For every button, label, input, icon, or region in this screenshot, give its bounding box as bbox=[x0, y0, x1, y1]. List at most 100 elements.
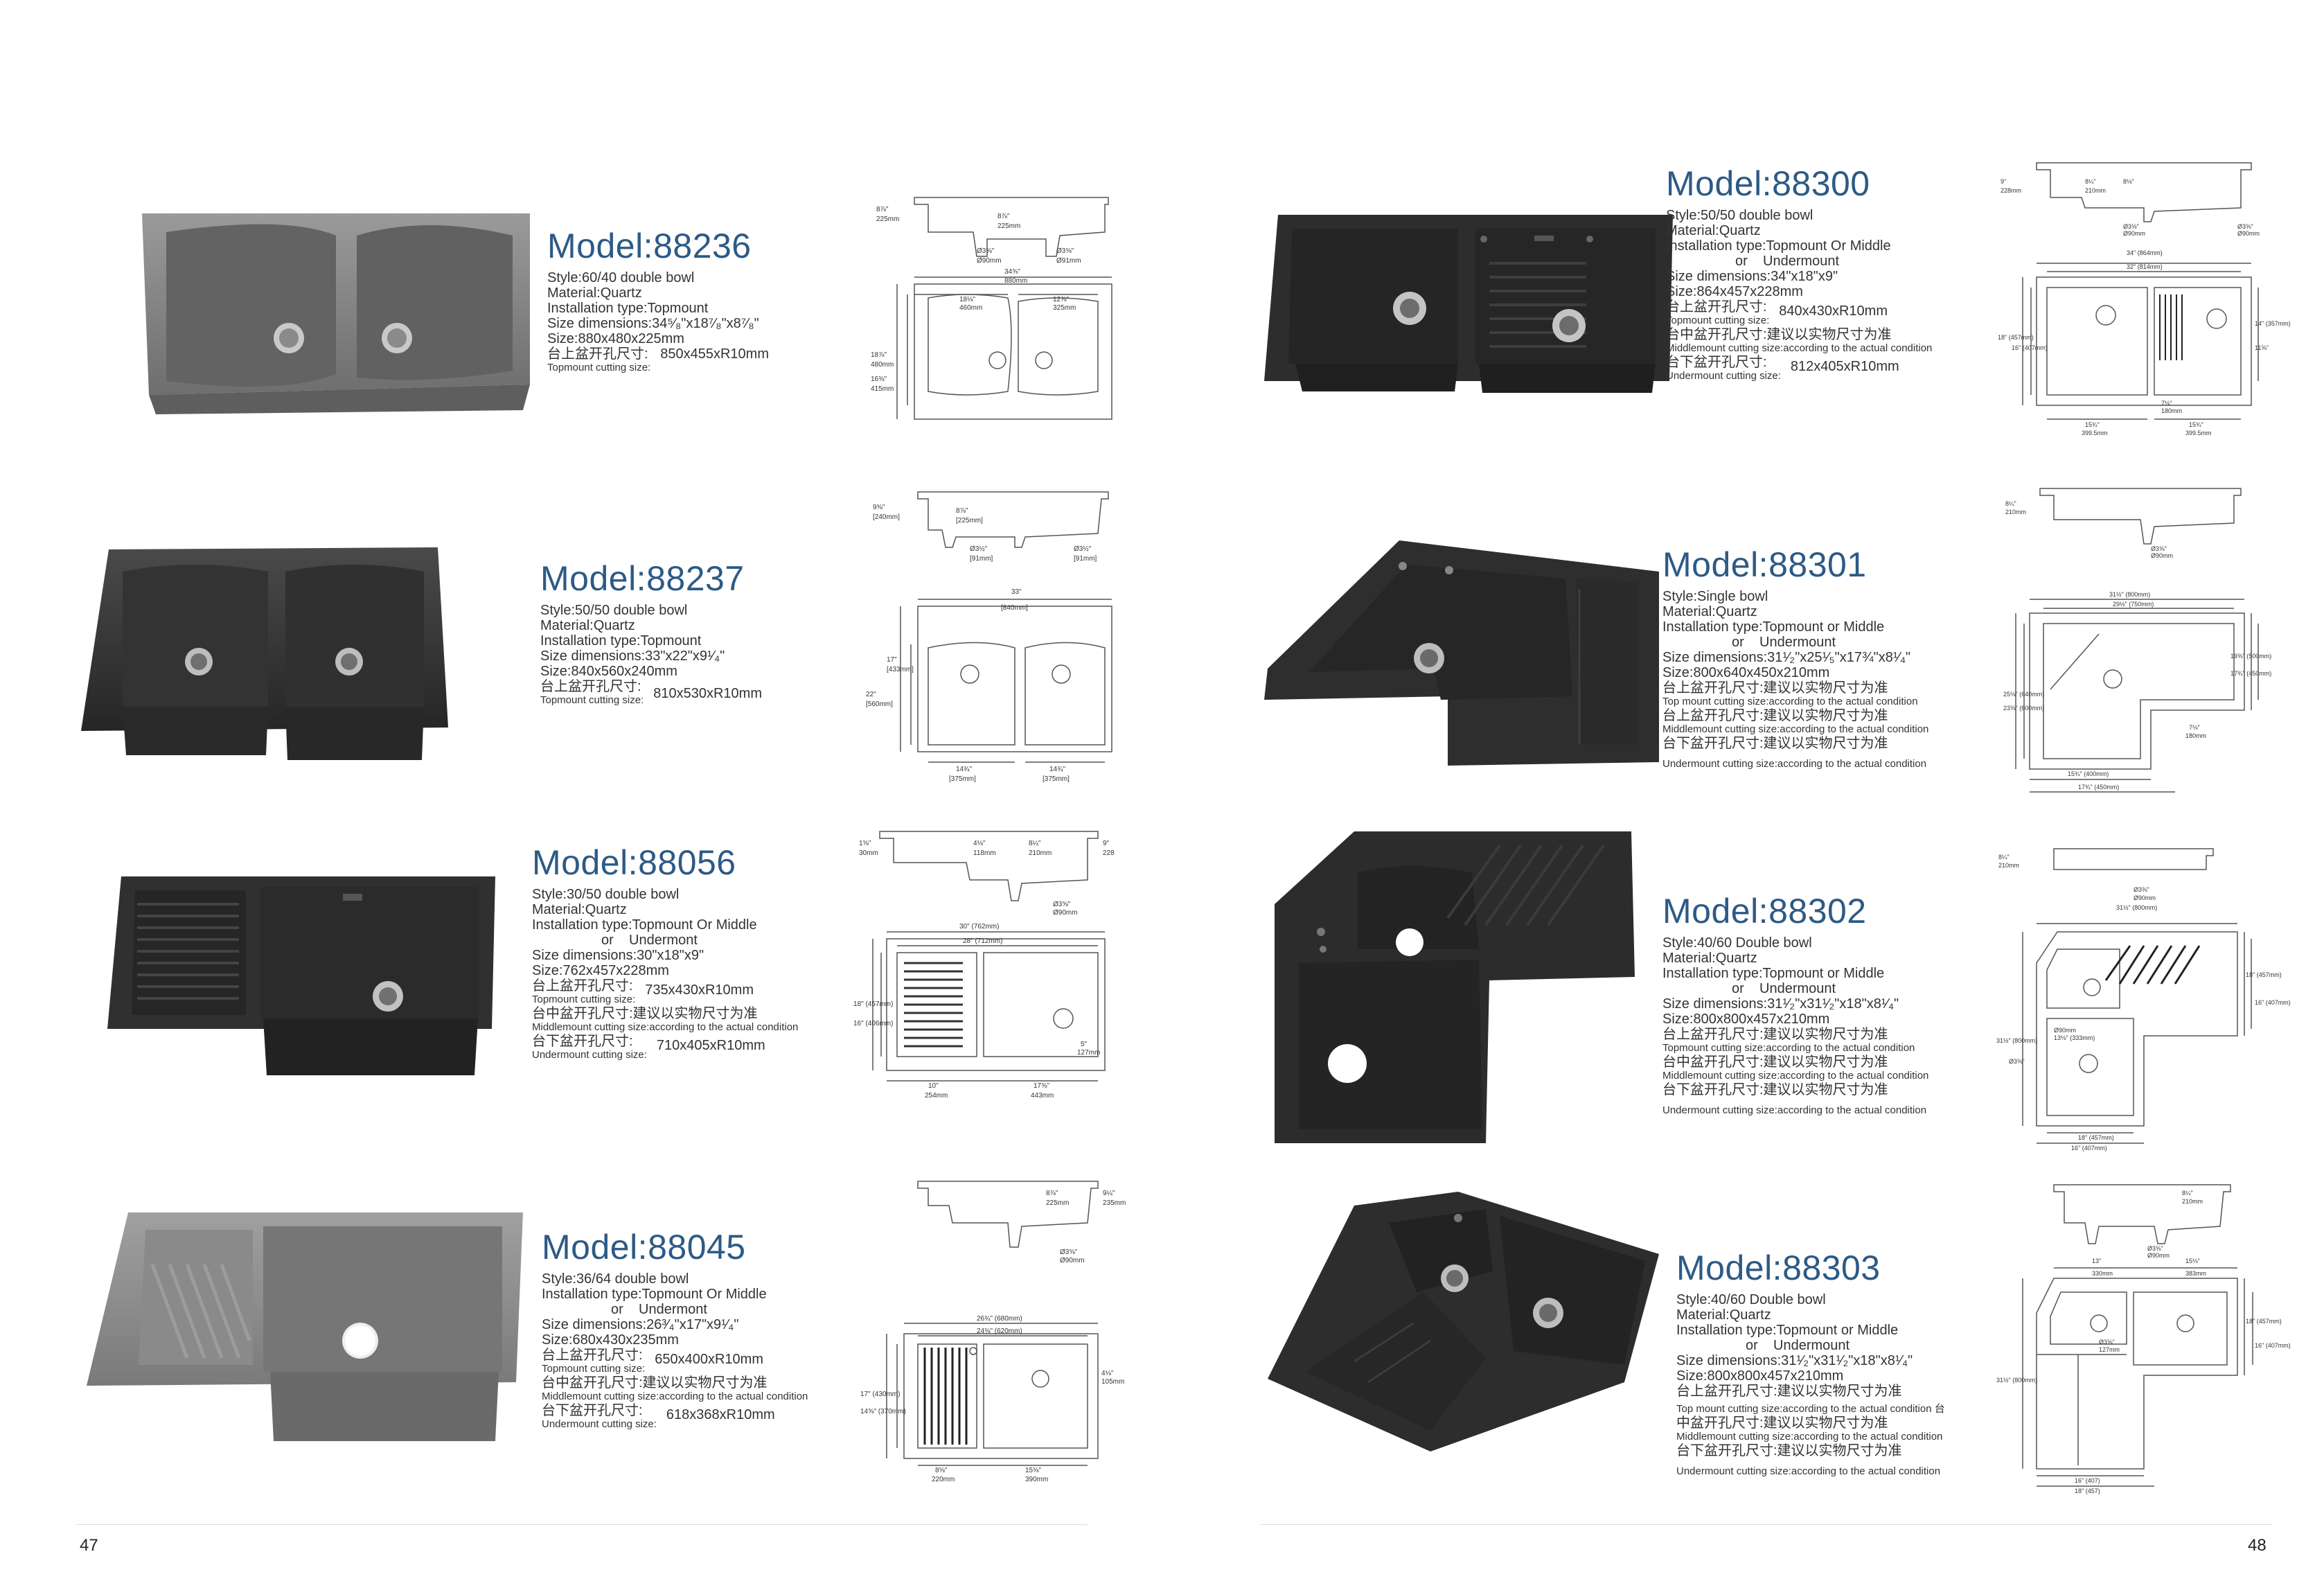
cut-label: 台中盆开孔尺寸:建议以实物尺寸为准 bbox=[1666, 327, 1892, 342]
cut-label-en: Undermount cutting size:according to the… bbox=[1662, 1104, 1927, 1116]
spec-material: Material:Quartz bbox=[540, 618, 635, 633]
cut-label: 台下盆开孔尺寸: bbox=[542, 1403, 643, 1418]
dim-label: 210mm bbox=[1029, 849, 1052, 857]
spec-dimensions: Size dimensions:26³⁄₄"x17"x9¹⁄₄" bbox=[542, 1317, 739, 1332]
sink-photo-88303 bbox=[1264, 1185, 1666, 1458]
drawing-88300: 9" 228mm 8¼" 210mm 8⅛" Ø3⅝" Ø90mm Ø3⅝" Ø… bbox=[1995, 152, 2291, 443]
spec-style: Style:60/40 double bowl bbox=[547, 270, 695, 285]
spec-88302: Model:88302 Style:40/60 Double bowl Mate… bbox=[1662, 894, 1928, 1117]
dim-label: Ø90mm bbox=[2123, 230, 2145, 237]
dim-label: 180mm bbox=[2185, 732, 2206, 739]
dim-label: 15⅛" bbox=[2185, 1258, 2200, 1264]
dim-label: 15¾" (400mm) bbox=[2068, 770, 2109, 777]
spec-dimensions: Size dimensions:34"x18"x9" bbox=[1666, 269, 1838, 284]
spec-installation: Installation type:Topmount or Middle bbox=[1676, 1323, 1899, 1338]
spec-installation-2: or Undermount bbox=[1662, 635, 1836, 650]
model-title: Model:88301 bbox=[1662, 545, 1867, 584]
dim-label: 8⅞" bbox=[1046, 1190, 1058, 1197]
drawing-88237: 9⅜" [240mm] 8⅞" [225mm] Ø3½" [91mm] Ø3½"… bbox=[859, 488, 1122, 786]
model-title: Model:88056 bbox=[532, 843, 736, 882]
dim-label: 16" (407mm) bbox=[2012, 344, 2048, 351]
spec-material: Material:Quartz bbox=[1662, 951, 1757, 966]
cut-label: 台下盆开孔尺寸:建议以实物尺寸为准 bbox=[1662, 1082, 1888, 1097]
dim-label: 225mm bbox=[876, 215, 899, 223]
cut-label: 台上盆开孔尺寸:建议以实物尺寸为准 bbox=[1662, 680, 1888, 696]
spec-size: Size:762x457x228mm bbox=[532, 963, 669, 978]
dim-label: 330mm bbox=[2092, 1270, 2113, 1277]
dim-label: 28" (712mm) bbox=[963, 937, 1002, 945]
dim-label: 31½" (800mm) bbox=[2116, 904, 2157, 911]
dim-label: 390mm bbox=[1025, 1476, 1048, 1483]
dim-label: 254mm bbox=[925, 1092, 948, 1100]
cut-label: 台中盆开孔尺寸:建议以实物尺寸为准 bbox=[532, 1006, 758, 1021]
cut-row: 台上盆开孔尺寸:Topmount cutting size:850x455xR1… bbox=[547, 346, 769, 374]
dim-label: 23⅝" (600mm) bbox=[2003, 705, 2044, 712]
spec-style: Style:30/50 double bowl bbox=[532, 887, 680, 902]
sink-photo-88300 bbox=[1261, 211, 1676, 402]
dim-label: 12⅞" bbox=[1053, 296, 1069, 303]
dim-label: 17" bbox=[887, 656, 897, 664]
dim-label: 210mm bbox=[2182, 1198, 2203, 1205]
dim-label: 30mm bbox=[859, 849, 878, 857]
dim-label: 29½" (750mm) bbox=[2113, 601, 2154, 608]
sink-photo-88056 bbox=[104, 873, 506, 1084]
left-page-rule bbox=[76, 1524, 1088, 1525]
cut-value: 840x430xR10mm bbox=[1779, 303, 1888, 319]
dim-label: 15¾" bbox=[2085, 421, 2100, 428]
dim-label: 8¼" bbox=[2005, 500, 2016, 507]
spec-installation-2: or Undermount bbox=[1676, 1338, 1850, 1353]
spec-size: Size:800x800x457x210mm bbox=[1676, 1368, 1844, 1384]
dim-label: [225mm] bbox=[956, 517, 983, 524]
dim-label: Ø90mm bbox=[2151, 552, 2173, 559]
cut-label-en: Middlemount cutting size:according to th… bbox=[542, 1391, 808, 1402]
dim-label: Ø90mm bbox=[1053, 909, 1078, 917]
dim-label: Ø3½" bbox=[1074, 545, 1092, 553]
dim-label: 399.5mm bbox=[2185, 430, 2212, 436]
dim-label: 16" (406mm) bbox=[853, 1020, 893, 1027]
dim-label: 4⅛" bbox=[1101, 1370, 1114, 1377]
spec-style: Style:Single bowl bbox=[1662, 589, 1768, 604]
cut-label-en: Undermount cutting size:according to the… bbox=[1676, 1465, 1941, 1477]
dim-label: 8⅞" bbox=[876, 206, 889, 213]
dim-label: [375mm] bbox=[949, 775, 976, 783]
spec-size: Size:680x430x235mm bbox=[542, 1332, 679, 1348]
spec-installation: Installation type:Topmount Or Middle bbox=[532, 917, 757, 933]
cut-label: 台上盆开孔尺寸: bbox=[540, 679, 641, 694]
spec-dimensions: Size dimensions:34⁵⁄₈"x18⁷⁄₈"x8⁷⁄₈" bbox=[547, 316, 759, 331]
cut-label-en: Top mount cutting size:according to the … bbox=[1662, 696, 1918, 707]
dim-label: Ø3⅝" bbox=[2123, 223, 2139, 230]
dim-label: 16⅜" bbox=[871, 376, 887, 383]
cut-label: 台下盆开孔尺寸: bbox=[1666, 355, 1767, 370]
dim-label: Ø91mm bbox=[1056, 257, 1081, 265]
dim-label: Ø3⅝" bbox=[977, 247, 995, 255]
dim-label: 19⅝" (500mm) bbox=[2230, 653, 2271, 660]
dim-label: Ø90mm bbox=[2147, 1252, 2170, 1259]
dim-label: 24⅜" (620mm) bbox=[977, 1327, 1022, 1335]
dim-label: 18" (457mm) bbox=[2078, 1134, 2114, 1141]
spec-installation: Installation type:Topmount Or Middle bbox=[1666, 238, 1891, 254]
dim-label: [840mm] bbox=[1001, 604, 1028, 612]
dim-label: 34⅝" bbox=[1004, 268, 1020, 276]
dim-label: 16" (407) bbox=[2075, 1477, 2100, 1484]
cut-label-en: Middlemount cutting size:according to th… bbox=[1662, 723, 1929, 735]
spec-installation: Installation type:Topmount bbox=[540, 633, 702, 649]
dim-label: 7⅛" bbox=[2161, 400, 2172, 407]
dim-label: 880mm bbox=[1004, 277, 1027, 285]
dim-label: 14¾" bbox=[1049, 766, 1065, 773]
dim-label: 180mm bbox=[2161, 407, 2182, 414]
dim-label: 18" (457mm) bbox=[2246, 971, 2282, 978]
spec-installation-2: or Undermount bbox=[1666, 254, 1840, 269]
model-title: Model:88303 bbox=[1676, 1249, 1881, 1287]
drawing-88056: 1⅝" 30mm 4⅛" 118mm 8¼" 210mm 9" 228 Ø3⅝"… bbox=[852, 824, 1129, 1109]
model-title: Model:88300 bbox=[1666, 164, 1870, 203]
spec-dimensions: Size dimensions:30"x18"x9" bbox=[532, 948, 704, 963]
cut-label: 台上盆开孔尺寸: bbox=[547, 346, 648, 362]
cut-row: 台下盆开孔尺寸:Undermount cutting size:812x405x… bbox=[1666, 355, 1932, 382]
dim-label: 15⅜" bbox=[1025, 1467, 1041, 1474]
spec-size: Size:800x640x450x210mm bbox=[1662, 665, 1830, 680]
dim-label: 14¾" bbox=[956, 766, 972, 773]
spec-dimensions: Size dimensions:31¹⁄₂"x31¹⁄₂"x18"x8¹⁄₄" bbox=[1676, 1353, 1913, 1368]
dim-label: 480mm bbox=[871, 361, 894, 369]
dim-label: 443mm bbox=[1031, 1092, 1054, 1100]
spec-88300: Model:88300 Style:50/50 double bowl Mate… bbox=[1666, 166, 1932, 382]
